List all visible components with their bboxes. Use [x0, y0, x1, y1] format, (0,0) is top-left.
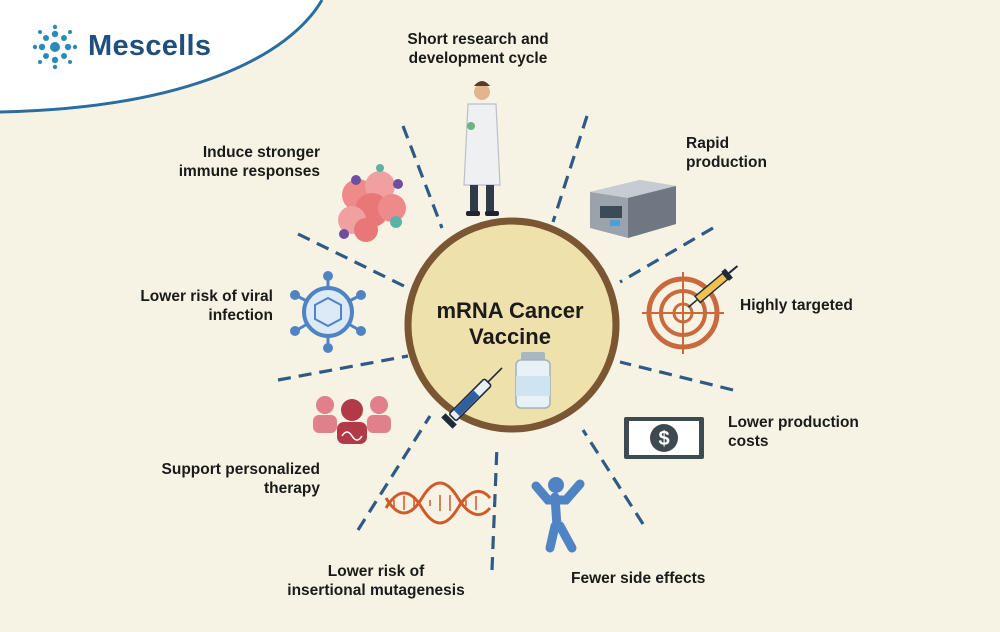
label-insertional-mutagenesis: Lower risk of insertional mutagenesis [287, 563, 465, 599]
target-syringe-icon [642, 265, 739, 354]
center-circle [404, 217, 620, 433]
label-personalized-therapy: Support personalized therapy [161, 461, 320, 497]
center-title: mRNA Cancer Vaccine [436, 298, 584, 349]
center-syringe-icon [441, 367, 503, 429]
happy-person-icon [531, 477, 585, 553]
dollar-bill-icon: $ [624, 417, 704, 459]
svg-text:$: $ [658, 428, 669, 450]
people-dna-icon [313, 396, 391, 444]
vial-icon [515, 352, 551, 409]
dna-strand-icon [384, 481, 492, 525]
brand-name: Mescells [88, 30, 212, 62]
dashed-spokes [277, 115, 734, 571]
label-lower-production-costs: Lower production costs [728, 414, 859, 450]
label-viral-infection: Lower risk of viral infection [140, 288, 273, 324]
cell-cluster-icon [32, 24, 78, 70]
immune-cells-icon [338, 164, 406, 242]
label-immune-responses: Induce stronger immune responses [178, 144, 320, 180]
virus-icon [290, 271, 366, 353]
label-fewer-side-effects: Fewer side effects [571, 570, 706, 587]
label-short-research: Short research and development cycle [407, 31, 549, 67]
production-machine-icon [590, 180, 676, 238]
label-rapid-production: Rapid production [686, 135, 767, 171]
label-highly-targeted: Highly targeted [740, 297, 853, 314]
scientist-icon [463, 81, 501, 216]
header-banner [0, 0, 324, 114]
